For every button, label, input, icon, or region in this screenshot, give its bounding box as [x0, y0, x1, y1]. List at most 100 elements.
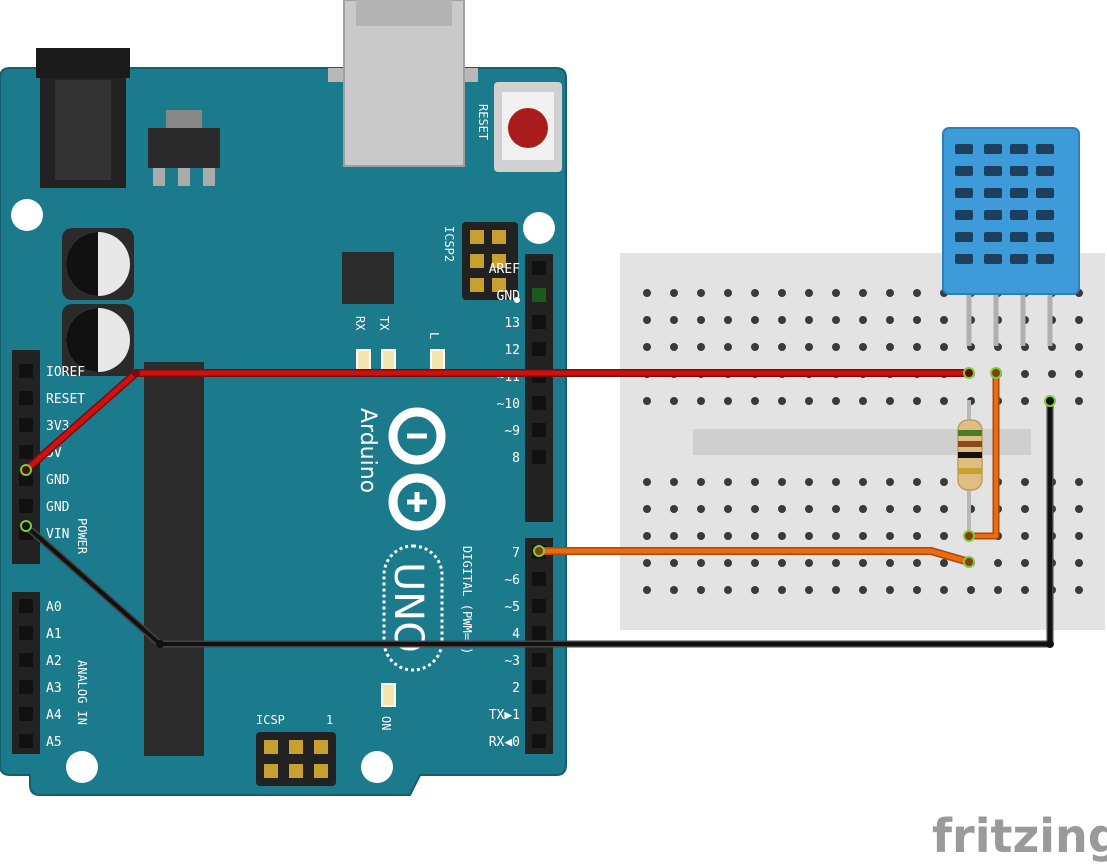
breadboard-hole[interactable]	[805, 343, 813, 351]
breadboard-hole[interactable]	[886, 532, 894, 540]
breadboard-hole[interactable]	[805, 316, 813, 324]
digital-pin[interactable]: ~9	[504, 423, 546, 439]
breadboard-hole[interactable]	[940, 343, 948, 351]
breadboard-hole[interactable]	[1048, 370, 1056, 378]
breadboard-hole[interactable]	[859, 478, 867, 486]
power-pin[interactable]: RESET	[19, 391, 85, 407]
breadboard-hole[interactable]	[697, 586, 705, 594]
breadboard-hole[interactable]	[859, 532, 867, 540]
breadboard-hole[interactable]	[670, 586, 678, 594]
breadboard-hole[interactable]	[832, 397, 840, 405]
breadboard-hole[interactable]	[778, 343, 786, 351]
breadboard-hole[interactable]	[832, 559, 840, 567]
breadboard-hole[interactable]	[1075, 397, 1083, 405]
breadboard-hole[interactable]	[940, 397, 948, 405]
breadboard-hole[interactable]	[886, 478, 894, 486]
breadboard-hole[interactable]	[859, 343, 867, 351]
wire-data[interactable]	[535, 369, 1000, 566]
breadboard-hole[interactable]	[724, 289, 732, 297]
breadboard-hole[interactable]	[751, 316, 759, 324]
digital-pin[interactable]: 12	[504, 342, 546, 358]
breadboard-hole[interactable]	[805, 289, 813, 297]
breadboard-hole[interactable]	[1021, 370, 1029, 378]
breadboard-hole[interactable]	[940, 559, 948, 567]
breadboard-hole[interactable]	[940, 316, 948, 324]
breadboard-hole[interactable]	[751, 505, 759, 513]
reset-button[interactable]	[494, 82, 562, 172]
breadboard-hole[interactable]	[778, 289, 786, 297]
power-pin[interactable]: GND	[19, 499, 70, 515]
breadboard-hole[interactable]	[778, 559, 786, 567]
breadboard-hole[interactable]	[670, 343, 678, 351]
breadboard-hole[interactable]	[859, 559, 867, 567]
analog-pin[interactable]: A1	[19, 626, 62, 642]
digital-pin[interactable]: ~3	[504, 653, 546, 669]
breadboard-hole[interactable]	[1075, 505, 1083, 513]
breadboard-hole[interactable]	[805, 586, 813, 594]
breadboard-hole[interactable]	[913, 289, 921, 297]
breadboard-hole[interactable]	[670, 559, 678, 567]
breadboard-hole[interactable]	[940, 505, 948, 513]
breadboard-hole[interactable]	[697, 343, 705, 351]
breadboard-hole[interactable]	[778, 532, 786, 540]
digital-pin[interactable]: GND	[497, 288, 546, 304]
breadboard-hole[interactable]	[1075, 370, 1083, 378]
breadboard-hole[interactable]	[1075, 586, 1083, 594]
breadboard-hole[interactable]	[670, 289, 678, 297]
breadboard-hole[interactable]	[913, 505, 921, 513]
breadboard-hole[interactable]	[778, 586, 786, 594]
analog-pin[interactable]: A2	[19, 653, 62, 669]
breadboard-hole[interactable]	[643, 478, 651, 486]
breadboard-hole[interactable]	[643, 532, 651, 540]
breadboard-hole[interactable]	[697, 532, 705, 540]
breadboard-hole[interactable]	[832, 505, 840, 513]
breadboard-hole[interactable]	[643, 559, 651, 567]
breadboard-hole[interactable]	[778, 397, 786, 405]
breadboard-hole[interactable]	[886, 505, 894, 513]
breadboard-hole[interactable]	[1021, 532, 1029, 540]
breadboard-hole[interactable]	[886, 343, 894, 351]
breadboard-hole[interactable]	[751, 586, 759, 594]
breadboard-hole[interactable]	[643, 586, 651, 594]
breadboard-hole[interactable]	[994, 559, 1002, 567]
breadboard-hole[interactable]	[940, 586, 948, 594]
breadboard-hole[interactable]	[697, 397, 705, 405]
breadboard-hole[interactable]	[805, 532, 813, 540]
breadboard-hole[interactable]	[994, 586, 1002, 594]
breadboard-hole[interactable]	[1021, 559, 1029, 567]
breadboard-hole[interactable]	[670, 532, 678, 540]
breadboard-hole[interactable]	[670, 478, 678, 486]
digital-pin[interactable]: ~10	[497, 396, 546, 412]
breadboard-hole[interactable]	[1075, 532, 1083, 540]
analog-pin[interactable]: A3	[19, 680, 62, 696]
digital-pin[interactable]: RX◀0	[489, 734, 546, 750]
power-pin[interactable]: 3V3	[19, 418, 69, 434]
breadboard-hole[interactable]	[886, 559, 894, 567]
breadboard-hole[interactable]	[751, 343, 759, 351]
digital-pin[interactable]: 4	[512, 626, 546, 642]
breadboard-hole[interactable]	[1021, 505, 1029, 513]
breadboard-hole[interactable]	[670, 316, 678, 324]
digital-pin[interactable]: ~6	[504, 572, 546, 588]
breadboard-hole[interactable]	[805, 559, 813, 567]
breadboard-hole[interactable]	[697, 559, 705, 567]
breadboard-hole[interactable]	[859, 316, 867, 324]
breadboard-hole[interactable]	[859, 289, 867, 297]
breadboard-hole[interactable]	[751, 532, 759, 540]
breadboard-hole[interactable]	[724, 559, 732, 567]
digital-pin[interactable]: TX▶1	[489, 707, 546, 723]
breadboard-hole[interactable]	[670, 397, 678, 405]
breadboard-hole[interactable]	[859, 397, 867, 405]
digital-pin[interactable]: ~5	[504, 599, 546, 615]
breadboard-hole[interactable]	[724, 478, 732, 486]
breadboard-hole[interactable]	[940, 532, 948, 540]
wire-gnd[interactable]	[22, 397, 1054, 648]
breadboard-hole[interactable]	[1021, 397, 1029, 405]
breadboard-hole[interactable]	[1075, 316, 1083, 324]
power-pin[interactable]: IOREF	[19, 364, 85, 380]
breadboard-hole[interactable]	[697, 289, 705, 297]
breadboard-hole[interactable]	[697, 316, 705, 324]
breadboard-hole[interactable]	[805, 505, 813, 513]
digital-pin[interactable]: 2	[512, 680, 546, 696]
digital-pin[interactable]: 8	[512, 450, 546, 466]
